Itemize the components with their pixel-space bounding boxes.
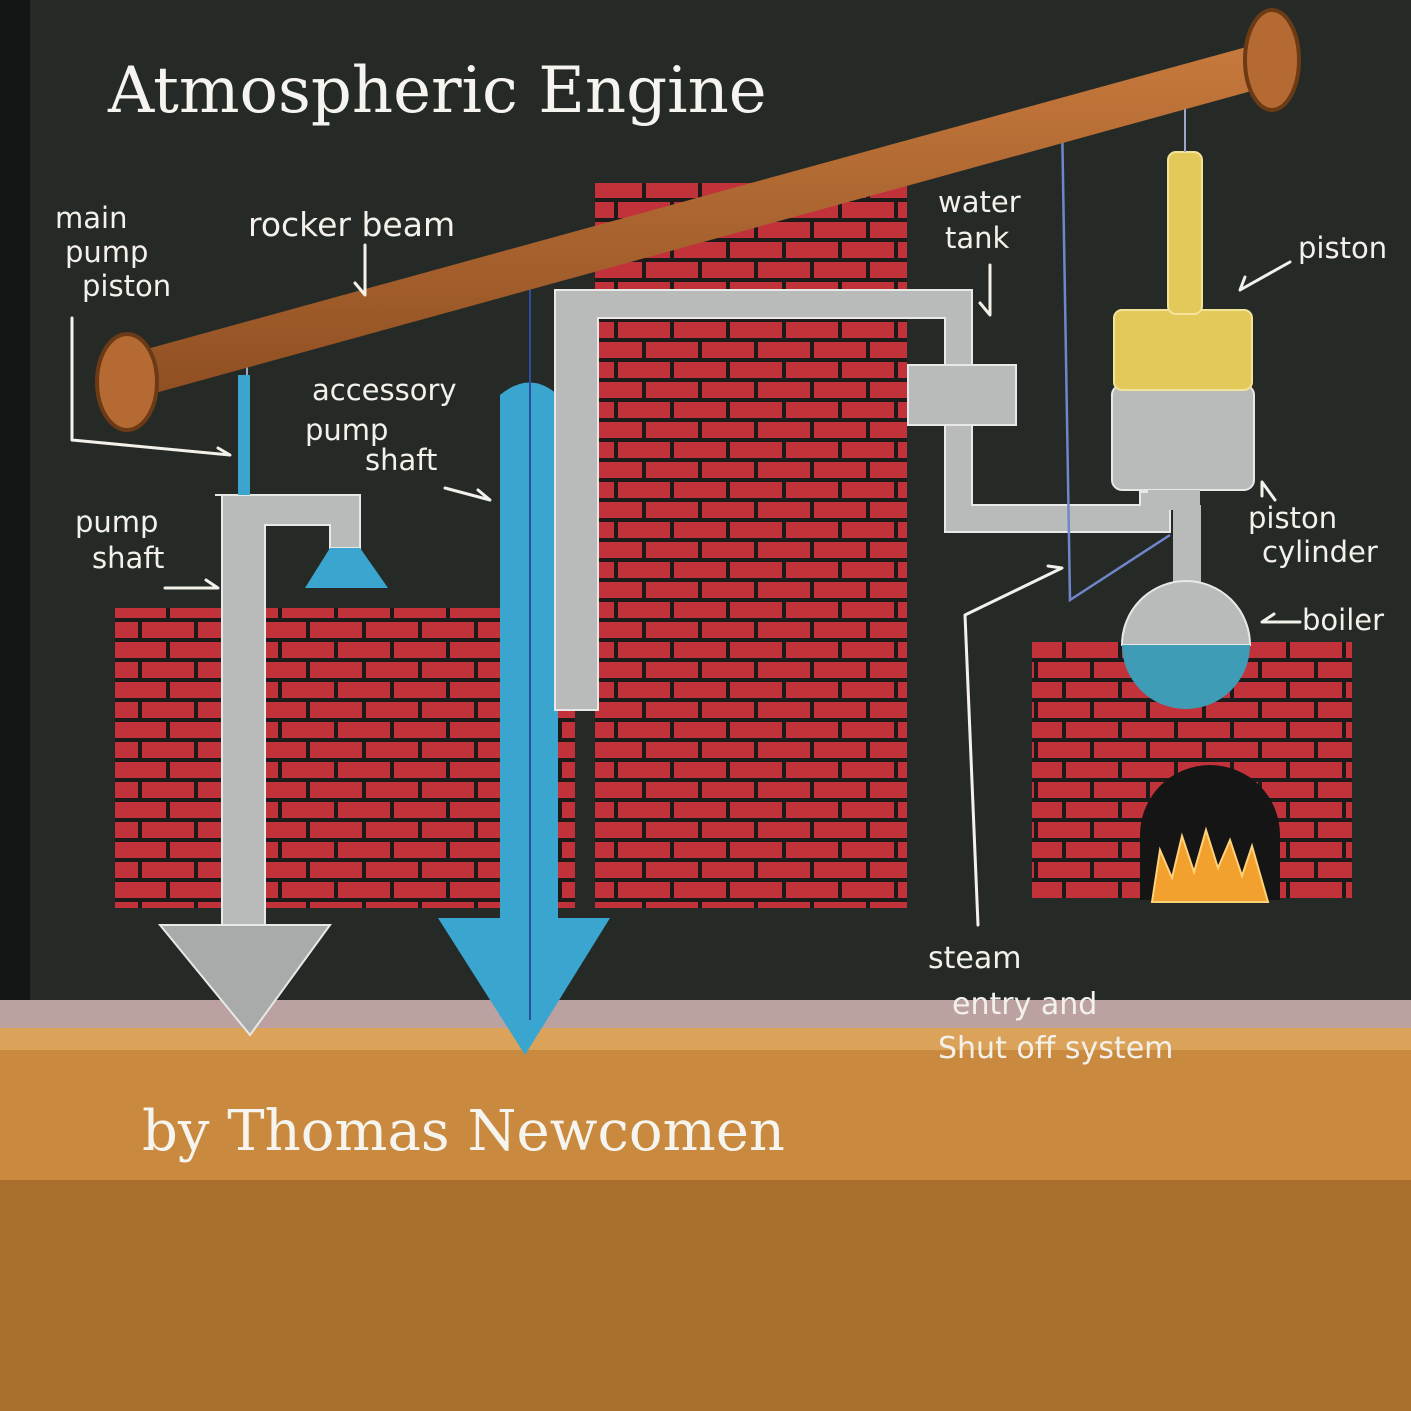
boiler [1120, 580, 1252, 709]
main-pump-piston-pointer [70, 316, 232, 457]
brick-wall-left [115, 608, 575, 908]
label-rocker-beam: rocker beam [248, 205, 455, 244]
label-accessory-pump-shaft: accessory pump shaft [305, 373, 466, 477]
rocker-beam [95, 8, 1301, 432]
label-boiler: boiler [1302, 603, 1384, 637]
label-steam-entry: steam entry and Shut off system [928, 941, 1173, 1066]
diagram-title: Atmospheric Engine [107, 54, 767, 128]
label-water-tank: water tank [938, 185, 1030, 255]
main-pump-piston-rod [238, 375, 250, 495]
label-main-pump-piston: main pump piston [55, 201, 171, 303]
rocker-beam-pointer [353, 243, 367, 297]
piston-head [1113, 309, 1253, 391]
piston-cylinder [1111, 384, 1255, 491]
accessory-pump-pointer [443, 486, 492, 502]
boiler-pointer [1260, 612, 1302, 624]
chalk-tray [0, 1000, 1411, 1030]
pump-shaft-pointer [163, 578, 220, 590]
pump-shaft-pipe [157, 494, 361, 1037]
fire-flames [1150, 826, 1270, 903]
piston-rod [1167, 151, 1203, 315]
steam-entry-pointer [963, 564, 1064, 927]
label-piston: piston [1298, 231, 1387, 265]
water-spray [305, 548, 388, 588]
label-pump-shaft: pump shaft [75, 505, 168, 575]
water-tank [907, 364, 1017, 426]
accessory-pump-shaft [438, 270, 610, 1055]
label-piston-cylinder: piston cylinder [1248, 501, 1378, 569]
steam-valve-rod [1060, 117, 1171, 603]
piston-pointer [1238, 260, 1292, 292]
credit-line: by Thomas Newcomen [142, 1099, 785, 1164]
piston-cylinder-pointer [1260, 480, 1277, 502]
water-tank-pointer [978, 263, 992, 317]
